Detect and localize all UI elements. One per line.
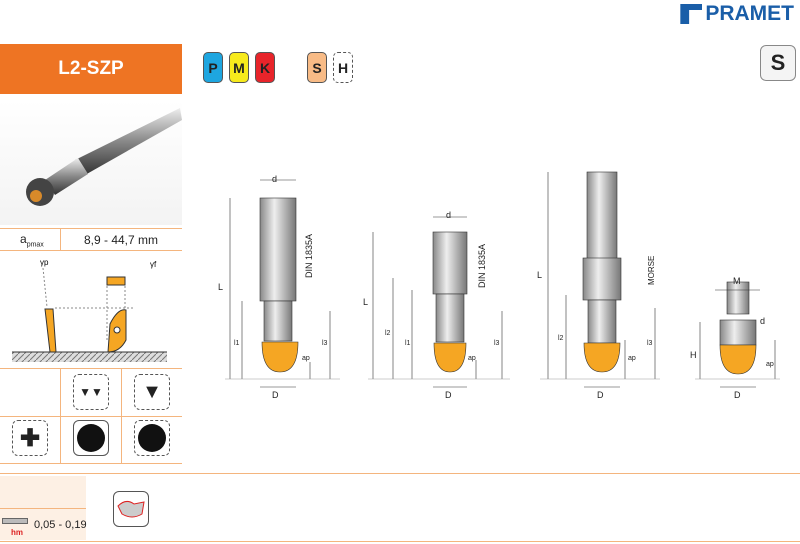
cross-symbol-icon: ✚: [12, 420, 48, 456]
category-badge: S: [760, 45, 796, 81]
din-label-2: DIN 1835A: [477, 244, 487, 288]
apmax-label: apmax: [20, 232, 44, 249]
surface-machining-icon: [113, 491, 149, 527]
dim-l2-3: l2: [558, 335, 564, 342]
apmax-value: 8,9 - 44,7 mm: [83, 233, 159, 247]
dim-ap-2: ap: [468, 355, 476, 362]
material-s: S: [307, 52, 327, 83]
dim-L-1: L: [218, 282, 223, 292]
technical-drawings: d L l1 ap l3 D DIN 1835A d L l2 l1 ap l3…: [218, 171, 780, 400]
notched-circle-symbol-icon: [73, 420, 109, 456]
gamma-p-label: γp: [40, 258, 49, 267]
dim-d-4: d: [760, 316, 765, 326]
dim-l3-2: l3: [494, 340, 500, 347]
material-k: K: [255, 52, 275, 83]
logo-mark-icon: [680, 4, 703, 24]
dim-l1-1: l1: [234, 340, 240, 347]
double-triangle-symbol-icon: ▼▼: [73, 374, 109, 410]
dim-L-3: L: [537, 270, 542, 280]
dim-d-2: d: [446, 210, 451, 220]
brand-name: PRAMET: [705, 2, 794, 25]
dim-H-4: H: [690, 350, 697, 360]
hm-label: hm: [11, 528, 23, 537]
dim-ap-1: ap: [302, 355, 310, 362]
dim-l3-3: l3: [647, 340, 653, 347]
dim-l3-1: l3: [322, 340, 328, 347]
triangle-symbol-icon: ▼: [134, 374, 170, 410]
tool-mini-icon: [2, 518, 28, 524]
dim-l1-2: l1: [405, 340, 411, 347]
dim-D-3: D: [597, 390, 604, 400]
dim-D-4: D: [734, 390, 741, 400]
tool-photo-icon: [26, 108, 182, 206]
product-title: L2-SZP: [0, 44, 182, 94]
dim-L-2: L: [363, 297, 368, 307]
dim-D-2: D: [445, 390, 452, 400]
dim-l2-2: l2: [385, 330, 391, 337]
dim-d-1: d: [272, 174, 277, 184]
dim-M-4: M: [733, 276, 741, 286]
material-p: P: [203, 52, 223, 83]
pramet-logo: PRAMET: [680, 2, 794, 26]
product-photo: [0, 100, 182, 225]
morse-label: MORSE: [647, 256, 656, 285]
dim-ap-3: ap: [628, 355, 636, 362]
dim-ap-4: ap: [766, 361, 774, 368]
hm-value: 0,05 - 0,19: [34, 519, 87, 531]
dim-D-1: D: [272, 390, 279, 400]
rake-angle-diagram: γp γf: [12, 258, 167, 362]
gamma-f-label: γf: [150, 260, 157, 269]
material-h: H: [333, 52, 353, 83]
circle-symbol-icon: [134, 420, 170, 456]
material-m: M: [229, 52, 249, 83]
din-label-1: DIN 1835A: [304, 234, 314, 278]
